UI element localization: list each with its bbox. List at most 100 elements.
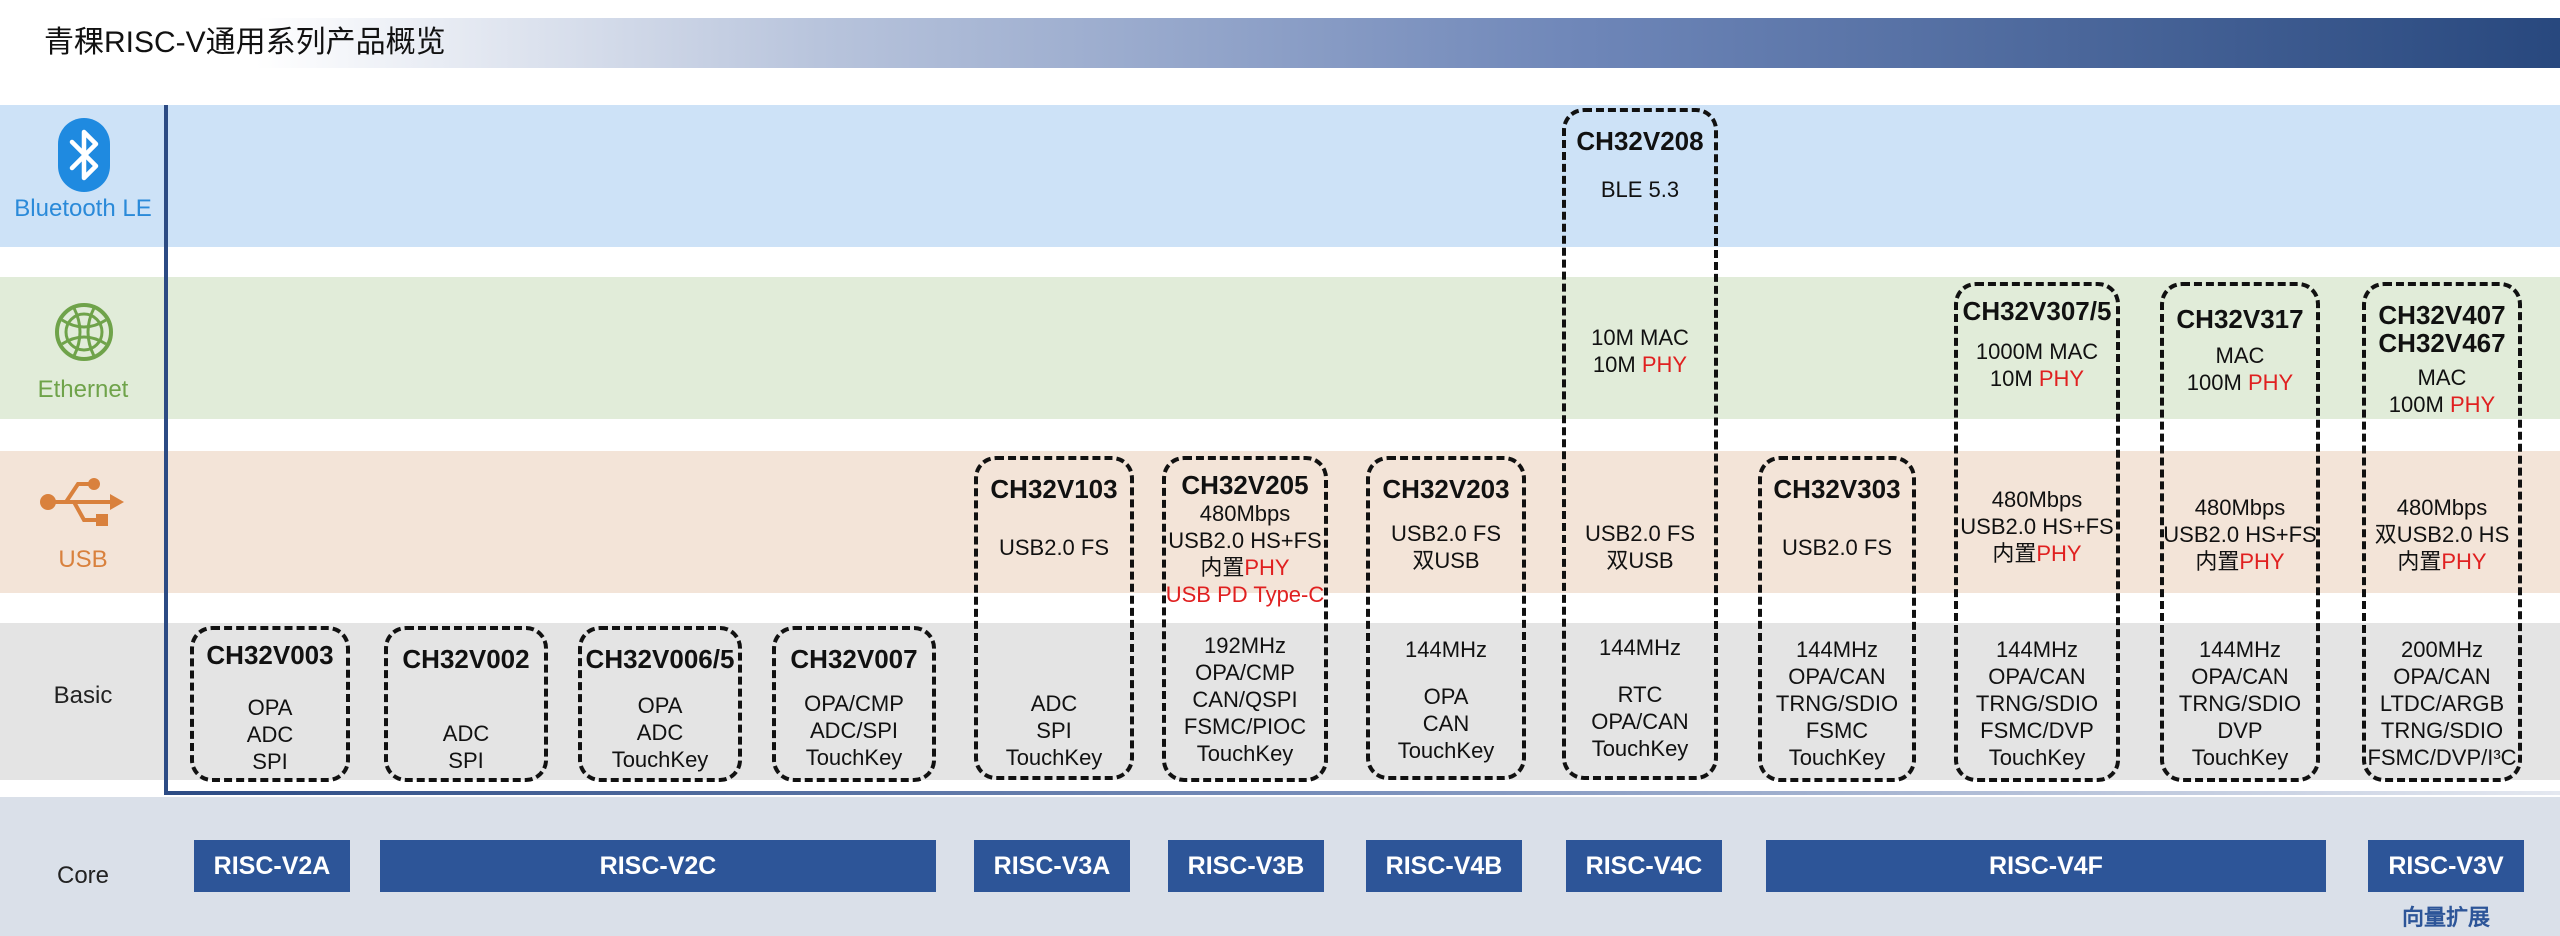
bluetooth-icon bbox=[58, 118, 110, 192]
feature: 双USB bbox=[1412, 548, 1480, 573]
feature: 480Mbps bbox=[2396, 495, 2488, 520]
feature: FSMC bbox=[1805, 718, 1869, 743]
feature: TouchKey bbox=[1988, 745, 2086, 770]
row-label-basic: Basic bbox=[53, 682, 113, 709]
feature: 10M PHY bbox=[1958, 365, 2116, 392]
feature: 内置PHY bbox=[2154, 548, 2326, 575]
feature-highlight: PHY bbox=[2239, 549, 2285, 574]
feature: FSMC/DVP/I³C bbox=[2367, 745, 2517, 770]
feature: OPA/CAN bbox=[1788, 664, 1886, 689]
chip-name: CH32V307/5 bbox=[1962, 296, 2112, 326]
feature: MAC bbox=[2417, 365, 2467, 390]
band-bluetooth bbox=[0, 105, 2560, 247]
feature: OPA/CAN bbox=[2393, 664, 2491, 689]
chip-basic-features: OPA/CMP ADC/SPI TouchKey bbox=[776, 690, 932, 771]
feature-highlight: PHY bbox=[2036, 541, 2082, 566]
feature: TouchKey bbox=[1397, 738, 1495, 763]
chip-ch32v407: CH32V407 CH32V467 MAC 100M PHY 480Mbps 双… bbox=[2362, 282, 2522, 782]
chip-basic-features: 144MHz OPA/CAN TRNG/SDIO FSMC/DVP TouchK… bbox=[1954, 636, 2120, 771]
core-risc-v2c: RISC-V2C bbox=[380, 840, 936, 892]
feature: USB2.0 HS+FS bbox=[2163, 522, 2317, 547]
feature: 144MHz bbox=[1996, 637, 2078, 662]
feature: TouchKey bbox=[1005, 745, 1103, 770]
feature: OPA/CAN bbox=[1988, 664, 2086, 689]
feature: 480Mbps bbox=[1991, 487, 2083, 512]
chip-basic-features: 200MHz OPA/CAN LTDC/ARGB TRNG/SDIO FSMC/… bbox=[2360, 636, 2524, 771]
feature-highlight: PHY bbox=[1244, 555, 1290, 580]
feature: MAC bbox=[2215, 343, 2265, 368]
feature: 内置PHY bbox=[1948, 540, 2126, 567]
feature: TouchKey bbox=[1788, 745, 1886, 770]
axis-vertical bbox=[164, 105, 168, 795]
feature: OPA bbox=[637, 693, 683, 718]
core-risc-v3a: RISC-V3A bbox=[974, 840, 1130, 892]
feature: TRNG/SDIO bbox=[2178, 691, 2302, 716]
usb-icon bbox=[40, 478, 124, 526]
feature: CAN/QSPI bbox=[1192, 687, 1298, 712]
chip-name: CH32V006/5 bbox=[585, 644, 735, 674]
feature: 144MHz bbox=[1796, 637, 1878, 662]
chip-basic-features: 192MHz OPA/CMP CAN/QSPI FSMC/PIOC TouchK… bbox=[1166, 632, 1324, 767]
chip-usb-features: 480Mbps USB2.0 HS+FS 内置PHY USB PD Type-C bbox=[1156, 500, 1334, 608]
feature: SPI bbox=[448, 748, 484, 773]
feature: USB2.0 FS bbox=[1584, 521, 1696, 546]
feature: 双USB2.0 HS bbox=[2374, 522, 2510, 547]
feature: TRNG/SDIO bbox=[1775, 691, 1899, 716]
feature: TouchKey bbox=[1591, 736, 1689, 761]
feature: FSMC/DVP bbox=[1980, 718, 2094, 743]
chip-name: CH32V203 bbox=[1382, 474, 1510, 504]
feature-highlight: PHY bbox=[2247, 370, 2294, 395]
row-label-usb: USB bbox=[58, 546, 108, 573]
feature-text: 100M bbox=[2186, 370, 2248, 395]
chip-name: CH32V002 bbox=[402, 644, 530, 674]
chip-ethernet-features: 10M MAC 10M PHY bbox=[1566, 324, 1714, 378]
feature-text: 10M bbox=[1592, 352, 1642, 377]
core-risc-v4c: RISC-V4C bbox=[1566, 840, 1722, 892]
feature: OPA bbox=[247, 695, 293, 720]
feature: 100M PHY bbox=[2164, 369, 2316, 396]
chip-ch32v317: CH32V317 MAC 100M PHY 480Mbps USB2.0 HS+… bbox=[2160, 282, 2320, 782]
chip-ethernet-features: MAC 100M PHY bbox=[2366, 364, 2518, 418]
chip-name: CH32V407 bbox=[2378, 300, 2506, 330]
chip-name-alt: CH32V467 bbox=[2378, 328, 2506, 358]
feature: ADC bbox=[442, 721, 490, 746]
core-risc-v3b: RISC-V3B bbox=[1168, 840, 1324, 892]
feature: USB2.0 FS bbox=[1781, 535, 1893, 560]
feature-text: 100M bbox=[2388, 392, 2450, 417]
chip-usb-features: 480Mbps USB2.0 HS+FS 内置PHY bbox=[1948, 486, 2126, 567]
feature: SPI bbox=[252, 749, 288, 774]
core-risc-v4f: RISC-V4F bbox=[1766, 840, 2326, 892]
chip-basic-features: 144MHz RTC OPA/CAN TouchKey bbox=[1566, 634, 1714, 762]
chip-basic-features: ADC SPI bbox=[388, 720, 544, 774]
feature: TouchKey bbox=[611, 747, 709, 772]
row-label-bluetooth: Bluetooth LE bbox=[14, 195, 152, 222]
feature-highlight: PHY bbox=[2038, 366, 2085, 391]
chip-ch32v103: CH32V103 USB2.0 FS ADC SPI TouchKey bbox=[974, 456, 1134, 780]
feature: 内置PHY bbox=[2356, 548, 2528, 575]
feature: USB2.0 FS bbox=[998, 535, 1110, 560]
core-risc-v4b: RISC-V4B bbox=[1366, 840, 1522, 892]
band-usb bbox=[0, 451, 2560, 593]
chip-ch32v203: CH32V203 USB2.0 FS 双USB 144MHz OPA CAN T… bbox=[1366, 456, 1526, 780]
feature: 10M MAC bbox=[1591, 325, 1689, 350]
feature: CAN bbox=[1422, 711, 1470, 736]
chip-name: CH32V208 bbox=[1576, 126, 1704, 156]
page-title: 青稞RISC-V通用系列产品概览 bbox=[44, 26, 446, 59]
chip-ch32v003: CH32V003 OPA ADC SPI bbox=[190, 626, 350, 782]
feature: TRNG/SDIO bbox=[2380, 718, 2504, 743]
feature: 1000M MAC bbox=[1975, 339, 2099, 364]
feature: 100M PHY bbox=[2366, 391, 2518, 418]
chip-name: CH32V317 bbox=[2176, 304, 2304, 334]
chip-usb-features: USB2.0 FS 双USB bbox=[1370, 520, 1522, 574]
feature-text: 内置 bbox=[2195, 549, 2240, 574]
feature: ADC bbox=[246, 722, 294, 747]
chip-ch32v307: CH32V307/5 1000M MAC 10M PHY 480Mbps USB… bbox=[1954, 282, 2120, 782]
feature: 144MHz bbox=[1405, 637, 1487, 662]
feature: 200MHz bbox=[2401, 637, 2483, 662]
title-bar: 青稞RISC-V通用系列产品概览 bbox=[0, 18, 2560, 68]
feature: ADC bbox=[1030, 691, 1078, 716]
feature-text: 10M bbox=[1989, 366, 2039, 391]
band-ethernet bbox=[0, 277, 2560, 419]
chip-ethernet-features: 1000M MAC 10M PHY bbox=[1958, 338, 2116, 392]
chip-basic-features: ADC SPI TouchKey bbox=[978, 690, 1130, 771]
